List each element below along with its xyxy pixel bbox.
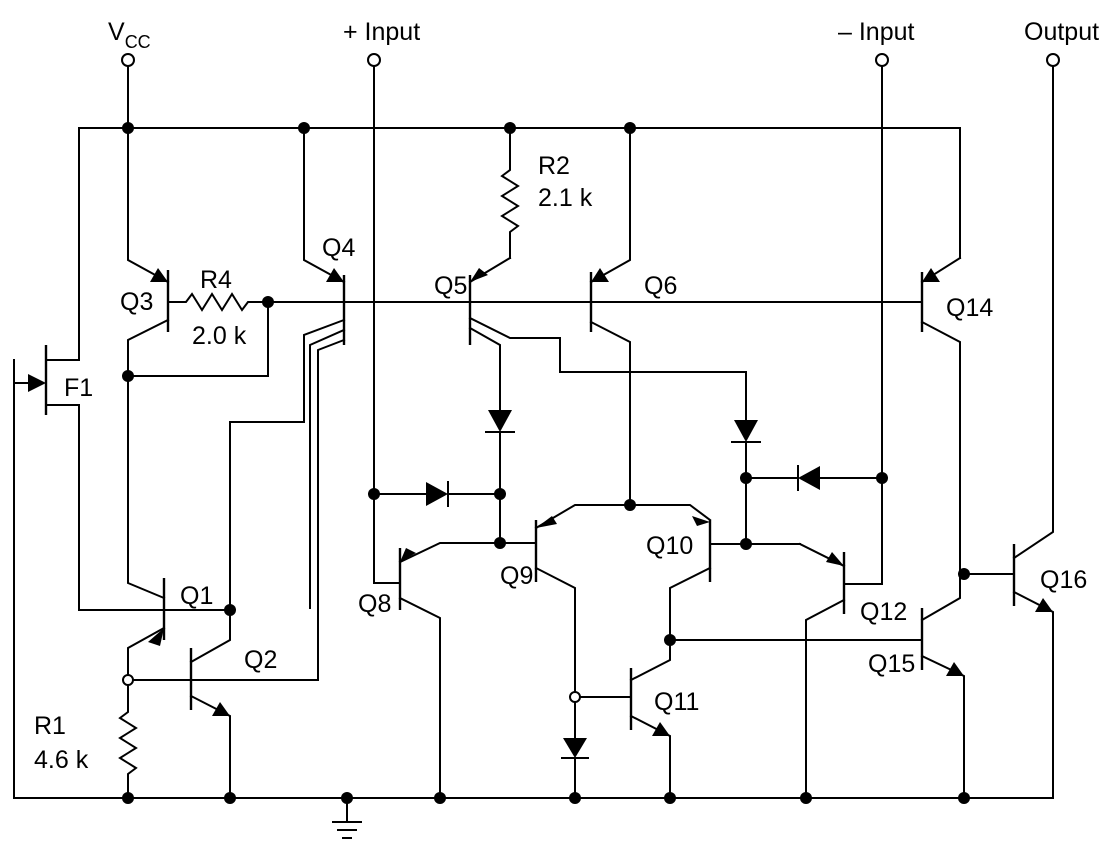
r4-value: 2.0 k: [192, 322, 247, 350]
r2-value: 2.1 k: [538, 184, 593, 212]
f1-label: F1: [64, 374, 93, 402]
q11-label: Q11: [654, 688, 699, 716]
q12-label: Q12: [860, 598, 907, 626]
r2-name: R2: [538, 152, 570, 180]
diode-plus-input: [373, 481, 501, 507]
f1-jfet: [13, 345, 165, 611]
q1-label: Q1: [180, 582, 213, 610]
q8-label: Q8: [358, 590, 391, 618]
vcc-label: VCC: [108, 18, 151, 52]
q8-transistor: [373, 542, 501, 799]
q5-transistor: [468, 256, 747, 421]
q16-label: Q16: [1040, 566, 1087, 594]
q6-label: Q6: [644, 272, 677, 300]
vcc-rail: [78, 127, 961, 359]
diode-q5: [485, 410, 515, 544]
q10-transistor: [669, 516, 801, 641]
q11-transistor: [574, 639, 671, 799]
q10-label: Q10: [646, 532, 693, 560]
plus-input-label: + Input: [343, 18, 420, 46]
diode-q5-b: [731, 420, 761, 545]
vcc-terminal: [121, 53, 135, 129]
r4-resistor: [167, 292, 269, 312]
q12-transistor: [798, 542, 883, 799]
r4-name: R4: [200, 266, 232, 294]
diode-q11: [561, 702, 589, 799]
q14-transistor: [920, 256, 962, 622]
diode-minus-input: [745, 465, 883, 491]
q16-transistor: [963, 544, 1054, 799]
q14-label: Q14: [946, 294, 993, 322]
q5-label: Q5: [434, 272, 467, 300]
r1-name: R1: [34, 712, 66, 740]
output-terminal: [1012, 53, 1060, 560]
plus-input-terminal: [367, 53, 381, 584]
q6-transistor: [589, 127, 631, 506]
q3-transistor: [127, 127, 170, 600]
r1-resistor: [118, 679, 138, 799]
q3-label: Q3: [120, 288, 153, 316]
junction-dots: [122, 122, 970, 804]
q4-transistor: [127, 127, 346, 681]
output-label: Output: [1024, 18, 1099, 46]
q9-label: Q9: [500, 562, 533, 590]
minus-input-label: – Input: [838, 18, 915, 46]
minus-input-terminal: [875, 53, 889, 585]
q2-label: Q2: [244, 646, 277, 674]
r1-value: 4.6 k: [34, 746, 89, 774]
q15-transistor: [920, 608, 965, 799]
ground-rail: [13, 359, 1054, 799]
q4-label: Q4: [322, 234, 355, 262]
q1-transistor: [127, 578, 231, 681]
q2-transistor: [127, 609, 231, 799]
r2-resistor: [500, 127, 520, 259]
q15-label: Q15: [868, 650, 915, 678]
q3-base-loop: [127, 301, 269, 377]
